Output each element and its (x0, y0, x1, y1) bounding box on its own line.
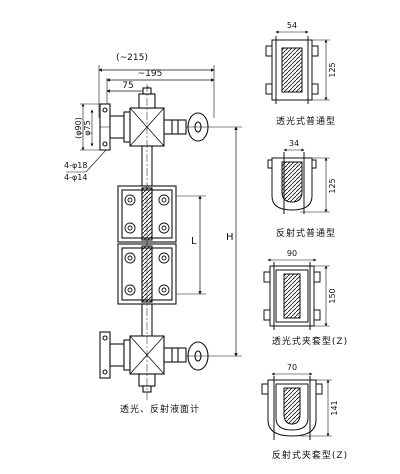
section-3-height: 150 (328, 288, 337, 303)
main-elevation-view (66, 65, 242, 400)
section-2-height: 125 (328, 178, 337, 193)
section-reflection-jacketed (261, 372, 332, 440)
label-75: 75 (122, 81, 133, 91)
dimension-L (176, 195, 206, 295)
label-195: ~195 (138, 69, 163, 79)
section-2-width: 34 (289, 139, 299, 148)
label-215: (~215) (116, 53, 148, 63)
section-3-caption: 透光式夹套型(Z) (272, 335, 348, 347)
label-bolt-14: 4-φ14 (64, 173, 87, 182)
section-reflection-normal (267, 148, 330, 214)
section-transmission-jacketed (263, 258, 330, 330)
label-phi90: (φ90) (74, 117, 83, 139)
section-4-width: 70 (287, 363, 297, 372)
label-L: L (191, 236, 197, 247)
top-valve (99, 87, 210, 187)
section-1-height: 125 (328, 62, 337, 77)
dimension-215 (98, 65, 215, 118)
section-2-caption: 反射式普通型 (276, 227, 336, 239)
section-4-height: 141 (330, 400, 339, 415)
section-1-width: 54 (287, 21, 297, 30)
section-transmission-normal (265, 30, 330, 104)
main-caption: 透光、反射液面计 (120, 403, 200, 415)
bolt-hole-leader (66, 149, 107, 173)
label-H: H (226, 232, 234, 243)
label-bolt-18: 4-φ18 (64, 161, 87, 170)
bottom-valve (99, 303, 210, 393)
section-3-width: 90 (287, 249, 297, 258)
section-1-caption: 透光式普通型 (276, 115, 336, 127)
section-4-caption: 反射式夹套型(Z) (272, 449, 348, 461)
label-phi75: φ75 (83, 120, 92, 135)
dimension-H (210, 126, 242, 357)
